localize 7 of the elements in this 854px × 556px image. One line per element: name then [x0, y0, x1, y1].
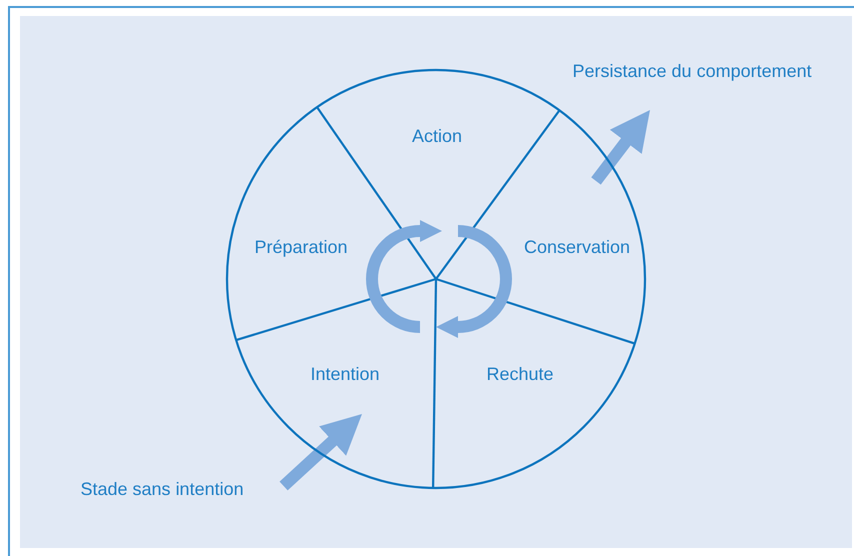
stage-label: Rechute: [486, 363, 554, 385]
stage-label: Préparation: [254, 236, 348, 258]
stage-label: Persistance du comportement: [572, 60, 812, 110]
stage-label: Intention: [310, 363, 380, 417]
stage-label: Conservation: [524, 178, 630, 258]
stage-label: Action: [412, 125, 462, 147]
stage-label: Stade sans intention: [80, 478, 284, 500]
